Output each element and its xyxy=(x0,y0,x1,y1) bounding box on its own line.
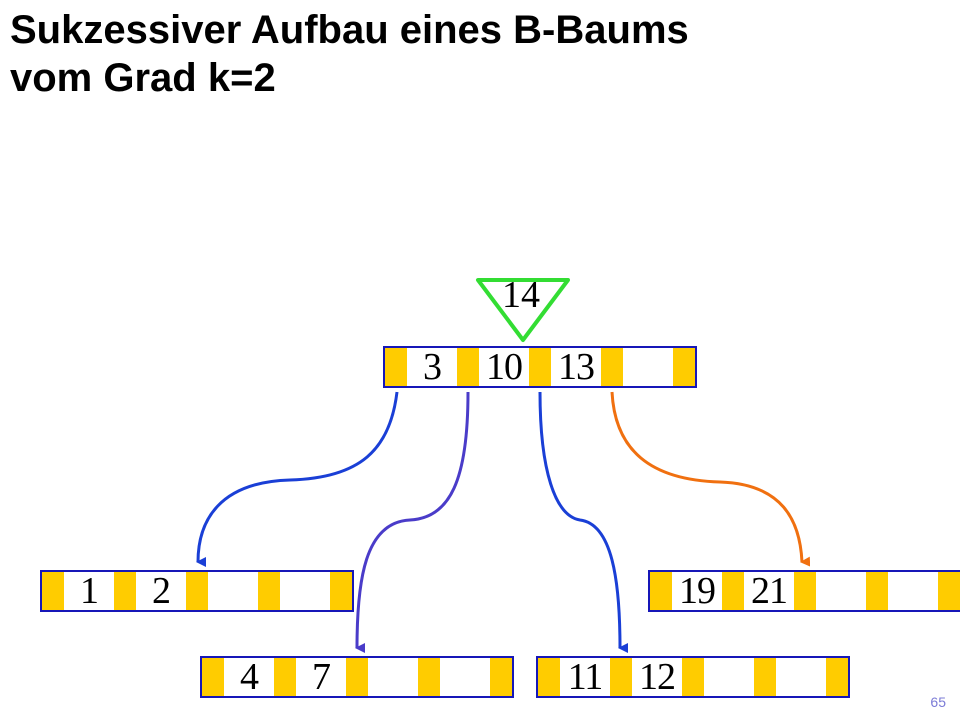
pointer-slot xyxy=(538,658,560,696)
edge-root-to-leaf3 xyxy=(538,391,629,653)
key-slot: 21 xyxy=(751,570,788,612)
pointer-slot xyxy=(457,348,479,386)
pointer-slot xyxy=(826,658,848,696)
pointer-slot xyxy=(673,348,695,386)
pointer-slot xyxy=(42,572,64,610)
pointer-slot xyxy=(114,572,136,610)
key-slot: 3 xyxy=(423,346,442,388)
key-slot: 4 xyxy=(240,656,259,698)
slide-title: Sukzessiver Aufbau eines B-Baums vom Gra… xyxy=(10,6,689,102)
leaf-node-2: 4 7 xyxy=(200,656,514,698)
key-slot xyxy=(368,658,418,696)
key-slot: 13 xyxy=(558,346,595,388)
pointer-slot xyxy=(418,658,440,696)
edge-root-to-leaf4 xyxy=(610,391,811,567)
pointer-slot xyxy=(385,348,407,386)
key-slot: 19 xyxy=(679,570,716,612)
pointer-slot xyxy=(258,572,280,610)
key-slot xyxy=(776,658,826,696)
leaf-node-4: 19 21 xyxy=(648,570,960,612)
pointer-slot xyxy=(682,658,704,696)
pointer-slot xyxy=(650,572,672,610)
title-line-1: Sukzessiver Aufbau eines B-Baums xyxy=(10,8,689,52)
title-line-2: vom Grad k=2 xyxy=(10,56,276,100)
pointer-slot xyxy=(186,572,208,610)
key-slot: 11 xyxy=(567,656,604,698)
pointer-slot xyxy=(938,572,960,610)
key-slot: 10 xyxy=(486,346,523,388)
key-slot xyxy=(704,658,754,696)
edge-root-to-leaf1 xyxy=(196,391,399,568)
key-slot xyxy=(440,658,490,696)
pointer-slot xyxy=(274,658,296,696)
pointer-slot xyxy=(610,658,632,696)
page-number: 65 xyxy=(930,694,946,710)
pointer-slot xyxy=(346,658,368,696)
leaf-node-1: 1 2 xyxy=(40,570,354,612)
pointer-slot xyxy=(722,572,744,610)
key-slot: 1 xyxy=(80,570,99,612)
root-node: 3 10 13 xyxy=(383,346,697,388)
pointer-slot xyxy=(330,572,352,610)
pointer-slot xyxy=(490,658,512,696)
pointer-slot xyxy=(866,572,888,610)
pointer-slot xyxy=(202,658,224,696)
insert-marker-triangle xyxy=(476,278,570,342)
pointer-slot xyxy=(794,572,816,610)
key-slot xyxy=(623,348,673,386)
key-slot xyxy=(280,572,330,610)
pointer-slot xyxy=(601,348,623,386)
key-slot xyxy=(208,572,258,610)
key-slot xyxy=(816,572,866,610)
leaf-node-3: 11 12 xyxy=(536,656,850,698)
edge-root-to-leaf2 xyxy=(355,391,470,654)
key-slot xyxy=(888,572,938,610)
key-slot: 12 xyxy=(639,656,676,698)
key-slot: 7 xyxy=(312,656,331,698)
pointer-slot xyxy=(754,658,776,696)
insert-key-label: 14 xyxy=(502,274,540,316)
key-slot: 2 xyxy=(152,570,171,612)
pointer-slot xyxy=(529,348,551,386)
